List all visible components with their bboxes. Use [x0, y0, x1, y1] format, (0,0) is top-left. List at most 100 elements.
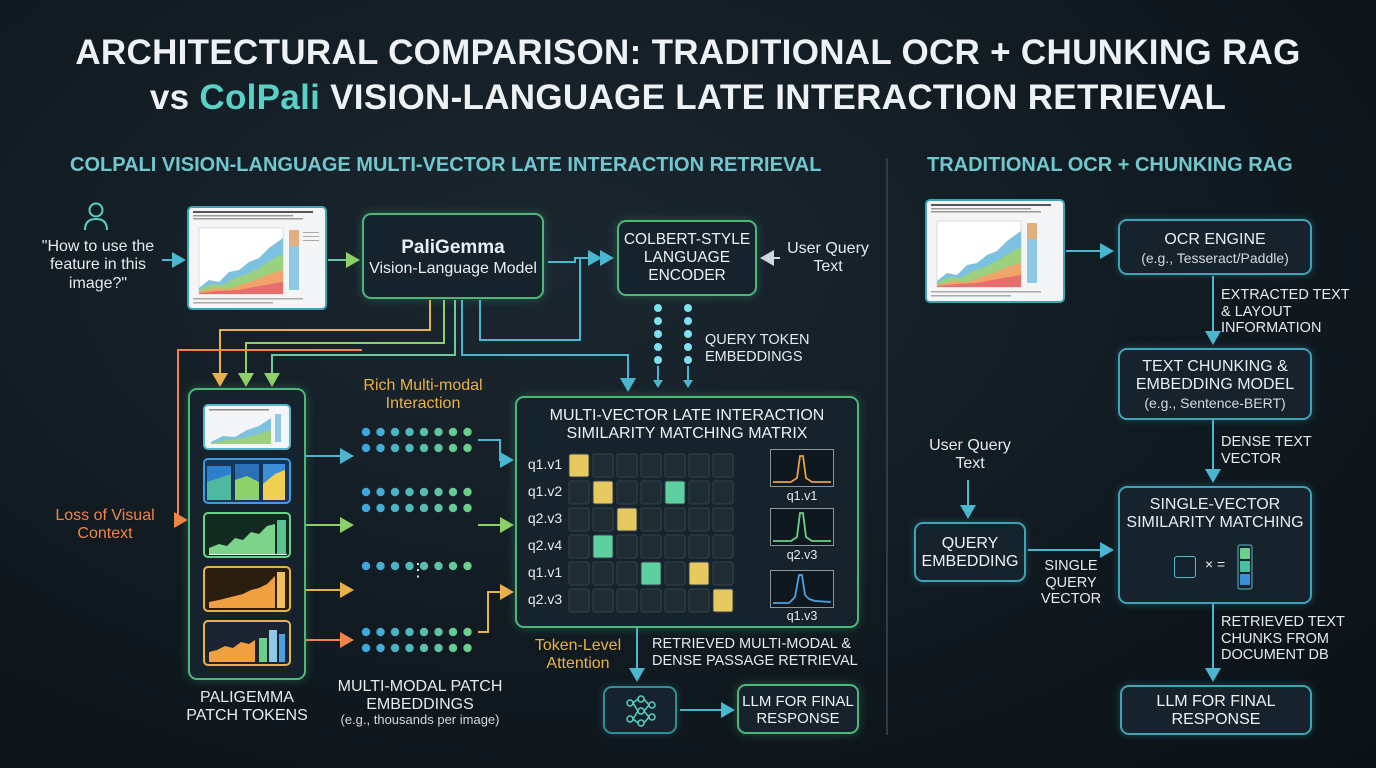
matrix-cell	[592, 561, 614, 586]
query-token-dots	[650, 300, 700, 390]
model-name: PaliGemma	[401, 237, 505, 258]
embedding-dot	[405, 627, 414, 637]
embedding-dot	[376, 503, 385, 513]
single-vector-matching-box: SINGLE-VECTOR SIMILARITY MATCHING × =	[1118, 486, 1312, 604]
matrix-cell	[664, 480, 686, 505]
matrix-cell	[712, 561, 734, 586]
embedding-dot	[434, 627, 443, 637]
encoder-label: COLBERT-STYLE LANGUAGE ENCODER	[623, 231, 751, 284]
arrow-model-to-patches-teal	[264, 300, 456, 387]
embedding-dot	[448, 561, 458, 571]
user-question-text: "How to use the feature in this image?"	[41, 238, 155, 292]
similarity-matrix-grid	[568, 453, 734, 613]
patch-token-1	[203, 404, 291, 450]
embedding-dot	[390, 561, 400, 571]
embedding-dot	[376, 487, 385, 497]
traditional-section-heading: TRADITIONAL OCR + CHUNKING RAG	[927, 154, 1293, 176]
text-chunking-note: (e.g., Sentence-BERT)	[1144, 395, 1286, 411]
arrow-model-to-patches-green	[238, 300, 445, 387]
matrix-cell	[568, 561, 590, 586]
rich-interaction-label: Rich Multi-modal Interaction	[363, 377, 483, 412]
matrix-cell	[640, 534, 662, 559]
embedding-dot	[419, 561, 429, 571]
peak-label-2: q2.v3	[786, 548, 818, 562]
embedding-dot	[434, 487, 443, 497]
patch-token-2	[203, 458, 291, 504]
peak-chart-3	[770, 570, 834, 608]
peak-label-3: q1.v3	[786, 609, 818, 623]
embedding-dot	[405, 643, 414, 653]
matrix-title: MULTI-VECTOR LATE INTERACTION SIMILARITY…	[549, 407, 825, 443]
embedding-dot	[390, 627, 400, 637]
embedding-dot	[361, 503, 371, 513]
embedding-dot	[463, 427, 472, 437]
matrix-cell	[616, 453, 638, 478]
embedding-dot	[419, 443, 429, 453]
embedding-dot	[390, 503, 400, 513]
retrieved-chunks-label: RETRIEVED TEXT CHUNKS FROM DOCUMENT DB	[1221, 614, 1345, 664]
matrix-cell	[592, 453, 614, 478]
traditional-document-thumbnail	[925, 199, 1065, 303]
embedding-dot	[448, 627, 458, 637]
matrix-cell	[712, 588, 734, 613]
page-title-line1: ARCHITECTURAL COMPARISON: TRADITIONAL OC…	[75, 33, 1301, 72]
embedding-dot	[463, 643, 472, 653]
embedding-dot	[463, 487, 472, 497]
patch-embeddings-note: (e.g., thousands per image)	[340, 712, 500, 727]
matrix-cell	[712, 507, 734, 532]
query-token-embeddings-label: QUERY TOKEN EMBEDDINGS	[705, 332, 810, 365]
matrix-cell	[616, 480, 638, 505]
network-icon	[626, 695, 656, 727]
embedding-dot	[448, 427, 458, 437]
arrow-model-to-encoder-loop	[479, 250, 614, 341]
embedding-dot	[419, 503, 429, 513]
patch-tokens-panel	[188, 388, 306, 680]
ocr-engine-box: OCR ENGINE (e.g., Tesseract/Paddle)	[1118, 219, 1312, 275]
matrix-cell	[688, 534, 710, 559]
embedding-dot	[434, 443, 443, 453]
peak-chart-2	[770, 508, 834, 546]
matrix-cell	[688, 561, 710, 586]
matrix-cell	[640, 480, 662, 505]
matrix-row-label: q1.v1	[527, 456, 563, 472]
ocr-engine-note: (e.g., Tesseract/Paddle)	[1141, 250, 1289, 266]
matrix-cell	[640, 588, 662, 613]
matrix-cell	[640, 453, 662, 478]
text-chunking-box: TEXT CHUNKING & EMBEDDING MODEL (e.g., S…	[1118, 348, 1312, 420]
embedding-dot	[376, 443, 385, 453]
page-title-line2: vs ColPali VISION-LANGUAGE LATE INTERACT…	[0, 78, 1376, 118]
query-embedding-label: QUERY EMBEDDING	[921, 535, 1019, 571]
embedding-dot	[361, 443, 371, 453]
colbert-encoder-box: COLBERT-STYLE LANGUAGE ENCODER	[617, 220, 757, 296]
matrix-row-label: q2.v3	[527, 510, 563, 526]
matrix-row-label: q1.v2	[527, 483, 563, 499]
matrix-cell	[616, 507, 638, 532]
embedding-ellipsis: ⋮	[409, 560, 427, 580]
embedding-dot	[405, 427, 414, 437]
matrix-cell	[664, 453, 686, 478]
matrix-cell	[616, 588, 638, 613]
text-chunking-title: TEXT CHUNKING & EMBEDDING MODEL	[1135, 358, 1295, 393]
embedding-dot	[434, 643, 443, 653]
embedding-dot	[376, 643, 385, 653]
single-vector-matching-title: SINGLE-VECTOR SIMILARITY MATCHING	[1126, 496, 1304, 531]
traditional-user-query-text: User Query Text	[929, 437, 1011, 473]
embedding-dot	[448, 487, 458, 497]
matrix-cell	[640, 507, 662, 532]
matrix-row-label: q2.v4	[527, 537, 563, 553]
embedding-dot	[448, 503, 458, 513]
patch-token-3	[203, 512, 291, 558]
embedding-dot	[376, 561, 385, 571]
embedding-dot	[361, 643, 371, 653]
document-image-thumbnail	[187, 206, 327, 310]
embedding-dot	[434, 561, 443, 571]
patch-token-5	[203, 620, 291, 666]
matrix-cell	[664, 507, 686, 532]
title-suffix: VISION-LANGUAGE LATE INTERACTION RETRIEV…	[320, 78, 1227, 117]
embedding-dot	[419, 627, 429, 637]
matrix-cell	[688, 480, 710, 505]
colpali-llm-label: LLM FOR FINAL RESPONSE	[742, 693, 854, 728]
embedding-dot	[463, 561, 472, 571]
matrix-cell	[592, 507, 614, 532]
matrix-cell	[688, 453, 710, 478]
